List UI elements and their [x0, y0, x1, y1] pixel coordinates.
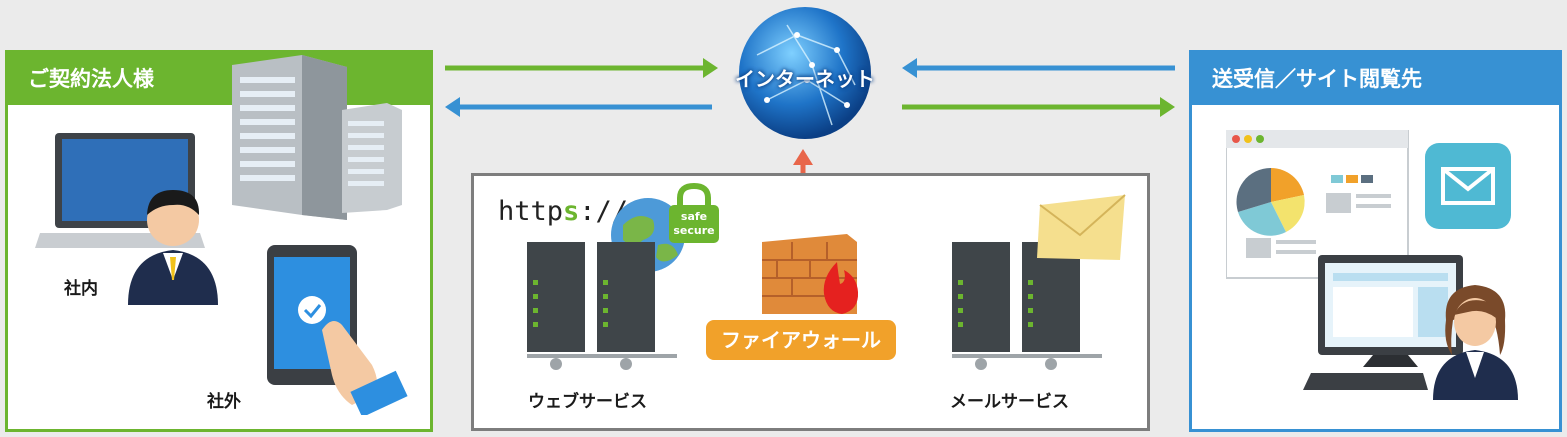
- recipient-avatar: [1433, 285, 1518, 400]
- lock-text-secure: secure: [673, 224, 715, 237]
- right-panel-title: 送受信／サイト閲覧先: [1192, 53, 1559, 105]
- web-service-label: ウェブサービス: [528, 392, 647, 412]
- web-server-icon: [527, 242, 677, 370]
- browser-window-icon: [1226, 130, 1409, 279]
- mail-server-icon: [952, 242, 1102, 370]
- firewall-icon: [762, 234, 859, 314]
- internet-label: インターネット: [735, 67, 875, 91]
- lock-text-safe: safe: [680, 210, 708, 223]
- inside-label: 社内: [64, 279, 98, 299]
- mail-app-icon: [1425, 143, 1511, 229]
- desktop-monitor-icon: [1303, 255, 1463, 390]
- employee-avatar: [128, 190, 218, 305]
- globe-icon: [739, 7, 871, 139]
- envelope-icon: [1037, 194, 1126, 260]
- mail-service-label: メールサービス: [950, 392, 1069, 412]
- tablet-icon: [267, 245, 408, 415]
- office-building-icon: [232, 55, 402, 220]
- outside-label: 社外: [207, 392, 241, 412]
- internet-globe: インターネット: [735, 5, 875, 141]
- left-panel-title: ご契約法人様: [8, 53, 430, 105]
- firewall-label: ファイアウォール: [706, 320, 896, 360]
- lock-icon: [669, 183, 719, 243]
